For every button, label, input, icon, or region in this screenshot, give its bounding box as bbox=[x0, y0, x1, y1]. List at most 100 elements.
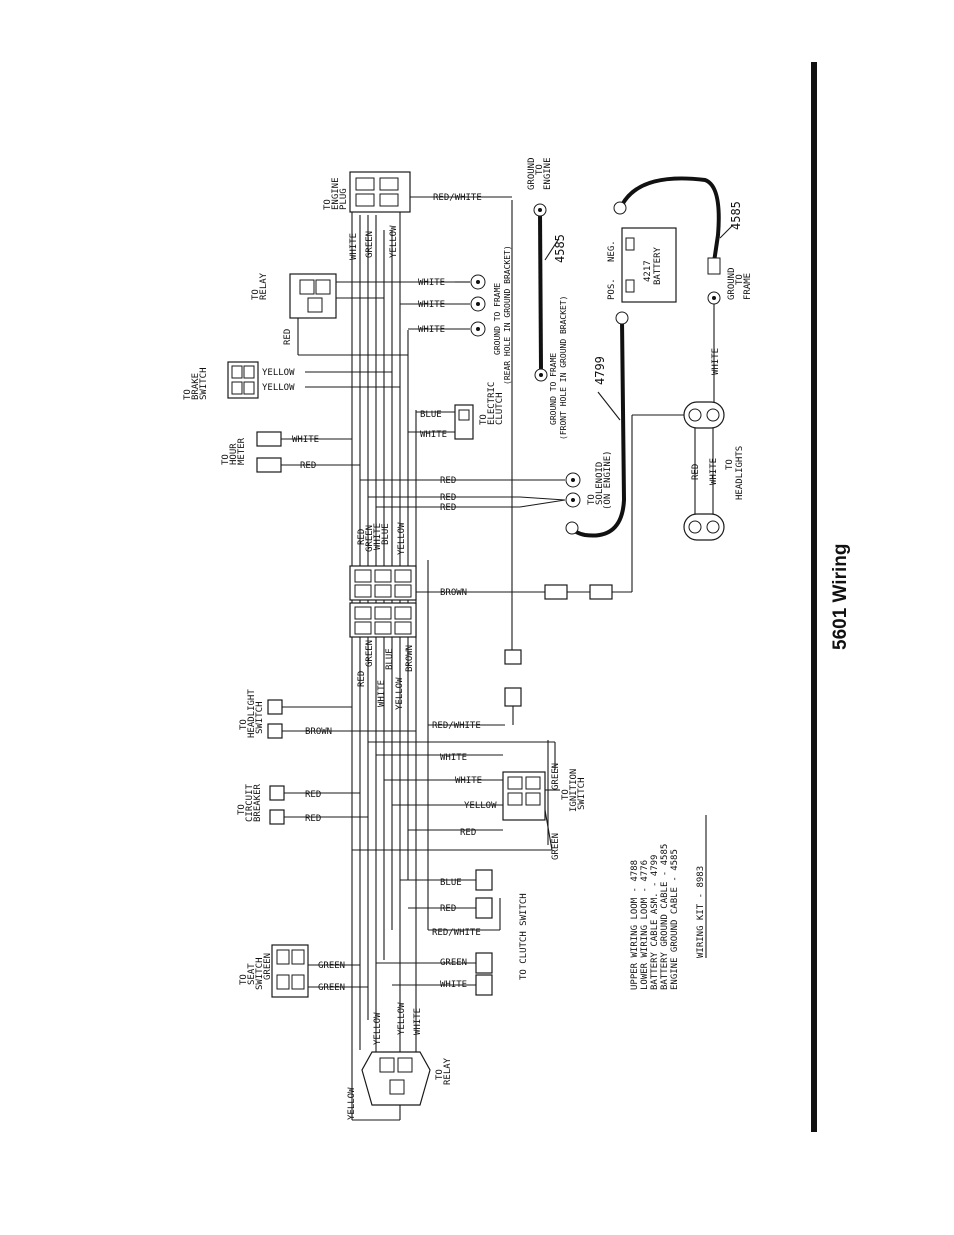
headlight-switch-label-2: HEADLIGHT bbox=[247, 689, 257, 738]
wire-red-white-clutch-switch: RED/WHITE bbox=[432, 928, 481, 938]
battery-model: 4217 bbox=[643, 260, 653, 282]
wire-blue-clutch: BLUE bbox=[420, 410, 442, 420]
battery bbox=[621, 227, 677, 303]
ground-engine-label-2: TO bbox=[535, 164, 545, 175]
parts-engine-ground: ENGINE GROUND CABLE - 4585 bbox=[670, 849, 680, 990]
brake-switch-connector bbox=[227, 361, 259, 399]
callout-4585-right: 4585 bbox=[729, 201, 743, 230]
parts-battery-ground: BATTERY GROUND CABLE - 4585 bbox=[660, 844, 670, 990]
ground-engine-label-3: ENGINE bbox=[543, 157, 553, 190]
wire-brown-junction: BROWN bbox=[440, 588, 467, 598]
circuit-breaker-label-1: TO bbox=[237, 804, 247, 815]
border-bar bbox=[811, 62, 817, 1132]
wire-white-ignition-top: WHITE bbox=[440, 753, 467, 763]
wire-green-seat-1: GREEN bbox=[318, 961, 345, 971]
relay-top-label-2: RELAY bbox=[259, 272, 269, 300]
electric-clutch-connector bbox=[454, 404, 474, 440]
ignition-switch-label-3: SWITCH bbox=[577, 777, 587, 810]
electric-clutch-label-3: CLUTCH bbox=[495, 392, 505, 425]
wire-red-breaker-2: RED bbox=[305, 814, 321, 824]
wire-red-breaker-1: RED bbox=[305, 790, 321, 800]
wire-yellow-engine: YELLOW bbox=[389, 225, 399, 258]
solenoid-label-1: TO bbox=[587, 494, 597, 505]
wire-red-solenoid-1: RED bbox=[440, 476, 456, 486]
wire-red-headlights: RED bbox=[691, 464, 701, 480]
wire-yellow-junction-upper: YELLOW bbox=[397, 522, 407, 555]
ground-frame-right-label-2: TO bbox=[735, 274, 745, 285]
wire-red-relay: RED bbox=[283, 329, 293, 345]
headlights-label-1: TO bbox=[725, 459, 735, 470]
wire-yellow-junction-lower: YELLOW bbox=[395, 677, 405, 710]
wire-yellow-relay-bottom-2: YELLOW bbox=[397, 1002, 407, 1035]
parts-wiring-kit: WIRING KIT - 8983 bbox=[696, 866, 706, 958]
wire-white-headlights: WHITE bbox=[709, 458, 719, 485]
wire-red-junction-upper: RED bbox=[357, 529, 367, 545]
ground-frame-rear-label-1: GROUND TO FRAME bbox=[493, 283, 502, 355]
hour-meter-connector bbox=[256, 431, 282, 473]
engine-plug-connector bbox=[349, 171, 411, 213]
wire-yellow-brake-2: YELLOW bbox=[262, 383, 295, 393]
relay-bottom-label-2: RELAY bbox=[443, 1057, 453, 1085]
headlights-label-2: HEADLIGHTS bbox=[735, 446, 745, 500]
engine-plug-label-2: ENGINE bbox=[331, 177, 341, 210]
ground-frame-right-label-3: FRAME bbox=[743, 273, 753, 300]
wire-green-engine: GREEN bbox=[365, 231, 375, 258]
wire-white-relay-bottom: WHITE bbox=[413, 1008, 423, 1035]
wire-blue-junction-lower: BLUE bbox=[385, 648, 395, 670]
wire-white-engine: WHITE bbox=[349, 233, 359, 260]
wire-green-seat-inner: GREEN bbox=[263, 953, 273, 980]
wire-green-seat-2: GREEN bbox=[318, 983, 345, 993]
circuit-breaker-label-2: CIRCUIT bbox=[245, 783, 255, 822]
wire-brown-junction-lower: BROWN bbox=[405, 645, 415, 672]
brake-switch-label-2: BRAKE bbox=[191, 373, 201, 400]
wire-red-white-engine: RED/WHITE bbox=[433, 193, 482, 203]
ignition-switch-label-2: IGNITION bbox=[569, 769, 579, 812]
parts-upper-loom: UPPER WIRING LOOM - 4788 bbox=[630, 860, 640, 990]
wire-white-junction-upper: WHITE bbox=[373, 523, 383, 550]
wire-red-solenoid-3: RED bbox=[440, 503, 456, 513]
seat-switch-label-3: SWITCH bbox=[255, 957, 265, 990]
ground-frame-front-label-2: (FRONT HOLE IN GROUND BRACKET) bbox=[559, 296, 568, 441]
circuit-breaker-label-3: BREAKER bbox=[253, 783, 263, 822]
loom-connector-lower bbox=[349, 602, 417, 638]
ground-engine-label-1: GROUND bbox=[527, 157, 537, 190]
engine-plug-label-1: TO bbox=[323, 199, 333, 210]
relay-top-connector bbox=[289, 273, 337, 319]
wire-white-ground-2: WHITE bbox=[418, 300, 445, 310]
parts-battery-cable: BATTERY CABLE ASM. - 4799 bbox=[650, 855, 660, 990]
wire-green-junction-upper: GREEN bbox=[365, 525, 375, 552]
ground-frame-front-label-1: GROUND TO FRAME bbox=[549, 353, 558, 425]
hour-meter-label-1: TO bbox=[221, 454, 231, 465]
ground-terminals-rear: WHITE WHITE WHITE bbox=[400, 274, 486, 337]
callout-4585-top: 4585 bbox=[553, 234, 567, 263]
wire-red-clutch-switch: RED bbox=[440, 904, 456, 914]
wire-red-solenoid-2: RED bbox=[440, 493, 456, 503]
wire-white-ground-3: WHITE bbox=[418, 325, 445, 335]
relay-bottom-label-1: TO bbox=[435, 1069, 445, 1080]
wire-yellow-brake-1: YELLOW bbox=[262, 368, 295, 378]
wire-white-junction-lower: WHITE bbox=[377, 680, 387, 707]
electric-clutch-label-1: TO bbox=[479, 414, 489, 425]
wire-green-ignition-2: GREEN bbox=[551, 833, 561, 860]
wire-blue-junction-upper: BLUE bbox=[381, 523, 391, 545]
wire-white-ground-right: WHITE bbox=[711, 348, 721, 375]
ignition-switch-connector bbox=[502, 771, 546, 821]
wire-brown-headlight: BROWN bbox=[305, 727, 332, 737]
wire-red-white-mid: RED/WHITE bbox=[432, 721, 481, 731]
parts-list: UPPER WIRING LOOM - 4788 LOWER WIRING LO… bbox=[630, 844, 706, 990]
seat-switch-label-2: SEAT bbox=[247, 963, 257, 985]
relay-top-label-1: TO bbox=[251, 289, 261, 300]
wire-white-ignition: WHITE bbox=[455, 776, 482, 786]
battery-label: BATTERY bbox=[653, 246, 663, 285]
wire-white-hour: WHITE bbox=[292, 435, 319, 445]
page-title: 5601 Wiring bbox=[830, 544, 851, 650]
battery-neg-label: NEG. bbox=[607, 240, 617, 262]
parts-lower-loom: LOWER WIRING LOOM - 4776 bbox=[640, 860, 650, 990]
solenoid-label-2: SOLENOID bbox=[595, 462, 605, 505]
seat-switch-connector bbox=[271, 944, 309, 998]
solenoid-label-3: (ON ENGINE) bbox=[603, 450, 613, 510]
wire-green-ignition-1: GREEN bbox=[551, 763, 561, 790]
headlight-switch-label-1: TO bbox=[239, 719, 249, 730]
wire-white-clutch: WHITE bbox=[420, 430, 447, 440]
